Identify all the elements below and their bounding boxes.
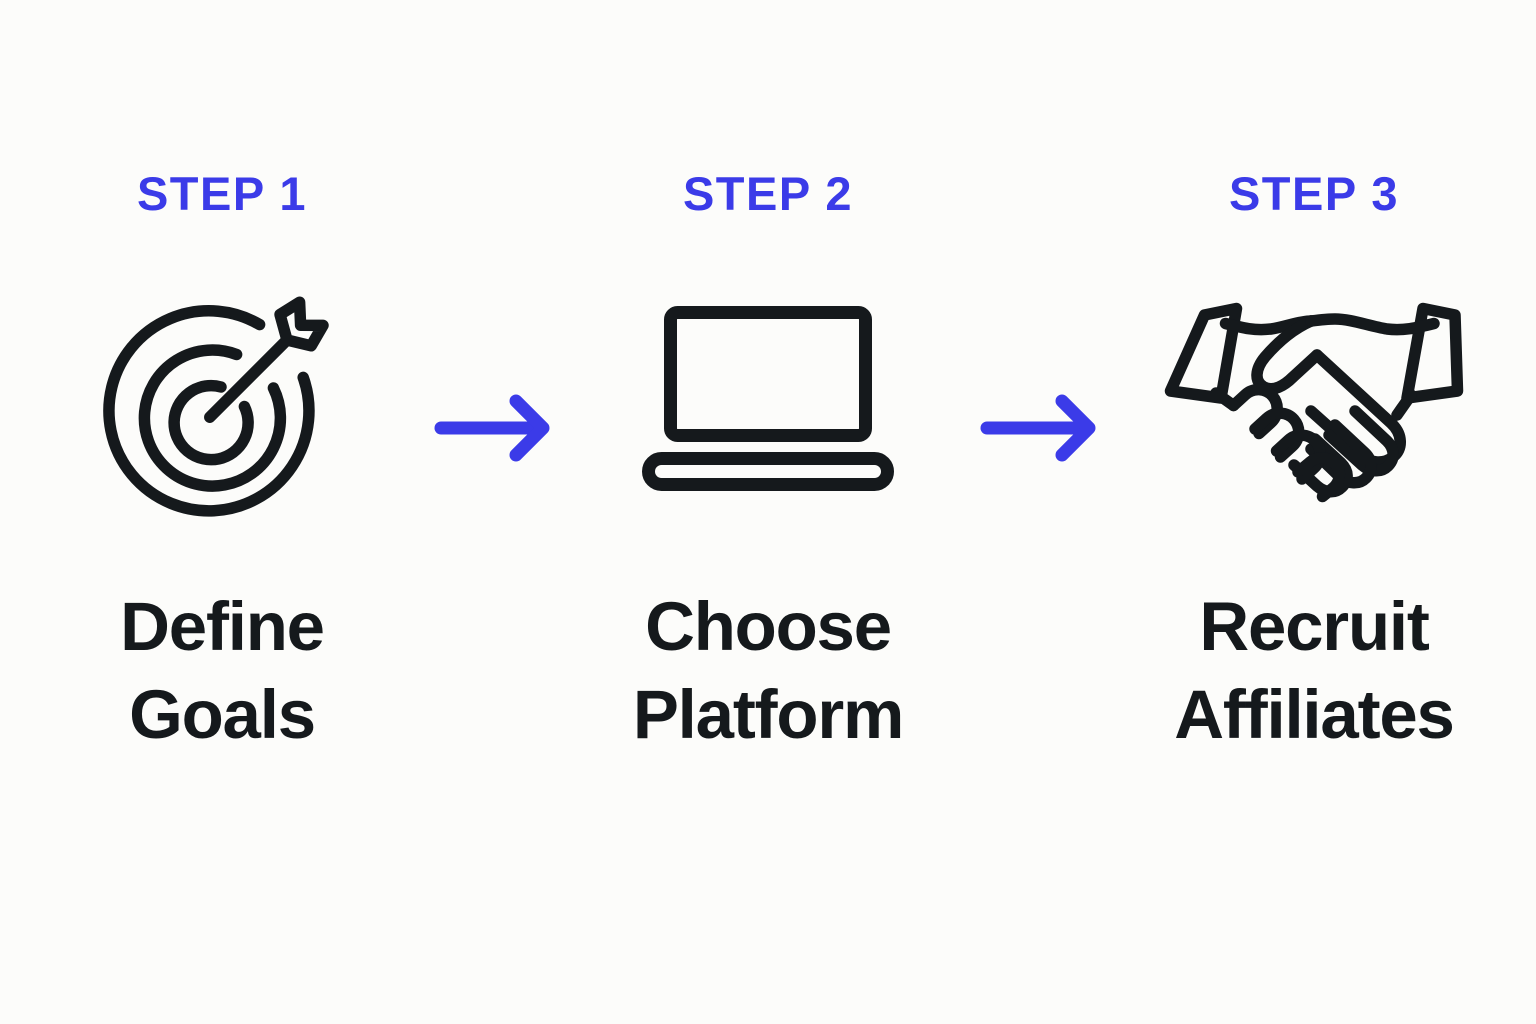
step-2-eyebrow-label: STEP 2 (682, 167, 854, 220)
step-1-title: Define Goals (120, 588, 325, 753)
process-step-3: STEP 3 (1104, 0, 1524, 758)
process-steps-row: STEP 1 D (12, 0, 1524, 758)
process-step-2: STEP 2 Choose Platform (558, 0, 978, 758)
step-1-eyebrow-label: STEP 1 (136, 167, 308, 220)
step-3-eyebrow-label: STEP 3 (1228, 167, 1400, 220)
step-2-title: Choose Platform (632, 588, 904, 753)
step-3-title: Recruit Affiliates (1174, 588, 1455, 753)
arrow-step1-to-step2 (432, 0, 558, 464)
laptop-icon (642, 291, 894, 507)
process-step-1: STEP 1 D (12, 0, 432, 758)
handshake-icon (1164, 291, 1464, 507)
target-bullseye-arrow-icon (103, 291, 338, 517)
arrow-step2-to-step3 (978, 0, 1104, 464)
